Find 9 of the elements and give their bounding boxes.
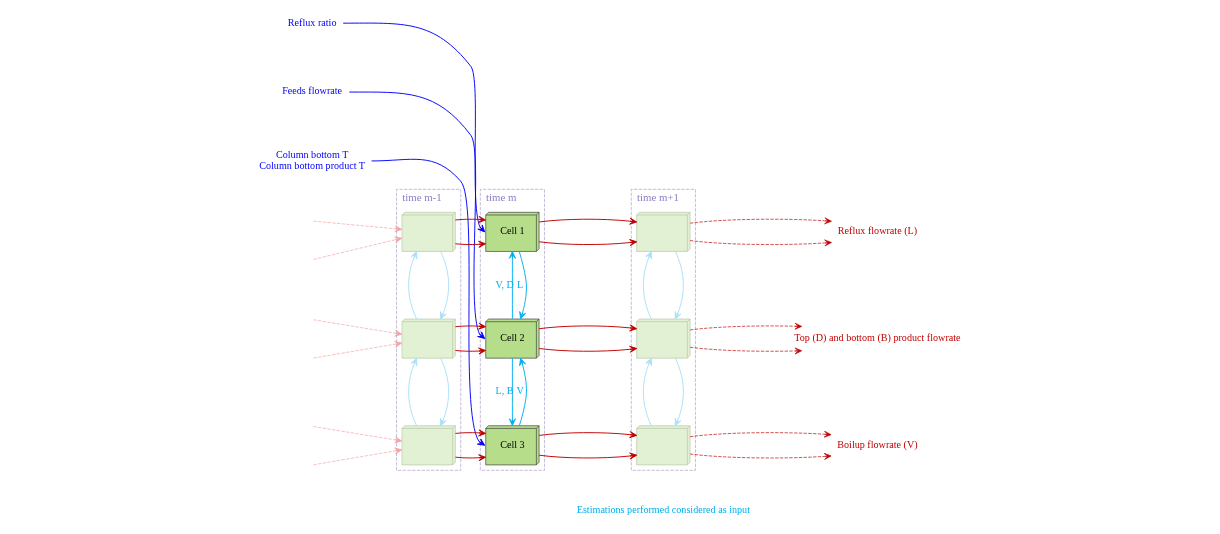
node-text: Top (D) and bottom (B) product flowrate: [794, 331, 961, 343]
node-text: Column bottom T Column bottom product T: [259, 148, 366, 172]
node-text: Reflux ratio: [287, 16, 337, 28]
node-text: Feeds flowrate: [282, 85, 343, 97]
edge-label: V: [516, 385, 524, 397]
label: Estimations performed considered as input: [576, 504, 750, 516]
node-text: Boilup flowrate (V): [837, 438, 918, 450]
edge-label: L: [517, 278, 524, 290]
node-text: Reflux flowrate (L): [837, 225, 918, 237]
